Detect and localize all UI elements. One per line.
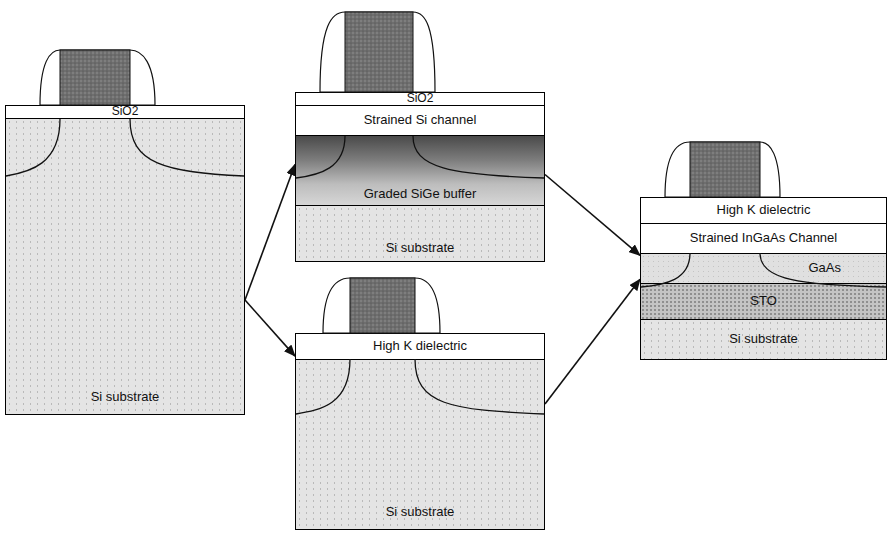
flow-arrow [545, 279, 640, 404]
material-layer: Graded SiGe buffer [295, 135, 545, 206]
material-layer: Si substrate [295, 205, 545, 262]
flow-arrow [545, 175, 640, 256]
transistor-device: SiO2 Si substrate [5, 50, 245, 415]
material-layer: Si substrate [640, 319, 887, 360]
junction-curve [6, 119, 244, 176]
material-layer: Si substrate [295, 359, 545, 530]
transistor-device: SiO2Strained Si channelGraded SiGe buffe… [295, 12, 545, 262]
gate-stack [323, 278, 440, 333]
material-layer: SiO2 [5, 105, 245, 119]
material-layer: GaAs [640, 253, 887, 284]
transistor-device: High K dielectricStrained InGaAs Channel… [640, 142, 887, 360]
layer-label: High K dielectric [717, 203, 811, 217]
layer-label: Strained Si channel [364, 113, 477, 127]
flow-arrow [245, 300, 295, 356]
layer-label: High K dielectric [373, 339, 467, 353]
layer-label: SiO2 [112, 105, 139, 118]
junction-curve [296, 136, 544, 178]
layer-label: Graded SiGe buffer [364, 187, 477, 201]
layer-label: Si substrate [729, 332, 798, 346]
layer-label: GaAs [808, 261, 841, 275]
flow-arrow [245, 165, 295, 301]
layer-label: Si substrate [386, 505, 455, 519]
gate-stack [40, 50, 155, 105]
layer-label: Si substrate [91, 390, 160, 404]
material-layer: High K dielectric [640, 197, 887, 224]
material-layer: SiO2 [295, 92, 545, 106]
material-layer: STO [640, 283, 887, 320]
gate-stack [320, 12, 435, 92]
material-layer: High K dielectric [295, 333, 545, 360]
material-layer: Strained Si channel [295, 105, 545, 136]
junction-curve [296, 359, 544, 414]
junction-curve [641, 253, 886, 287]
layer-label: STO [750, 294, 777, 308]
material-layer: Si substrate [5, 118, 245, 415]
gate-stack [665, 142, 780, 197]
transistor-device: High K dielectric Si substrate [295, 278, 545, 530]
layer-label: Strained InGaAs Channel [690, 231, 837, 245]
layer-label: Si substrate [386, 241, 455, 255]
material-layer: Strained InGaAs Channel [640, 223, 887, 254]
layer-label: SiO2 [407, 92, 434, 105]
